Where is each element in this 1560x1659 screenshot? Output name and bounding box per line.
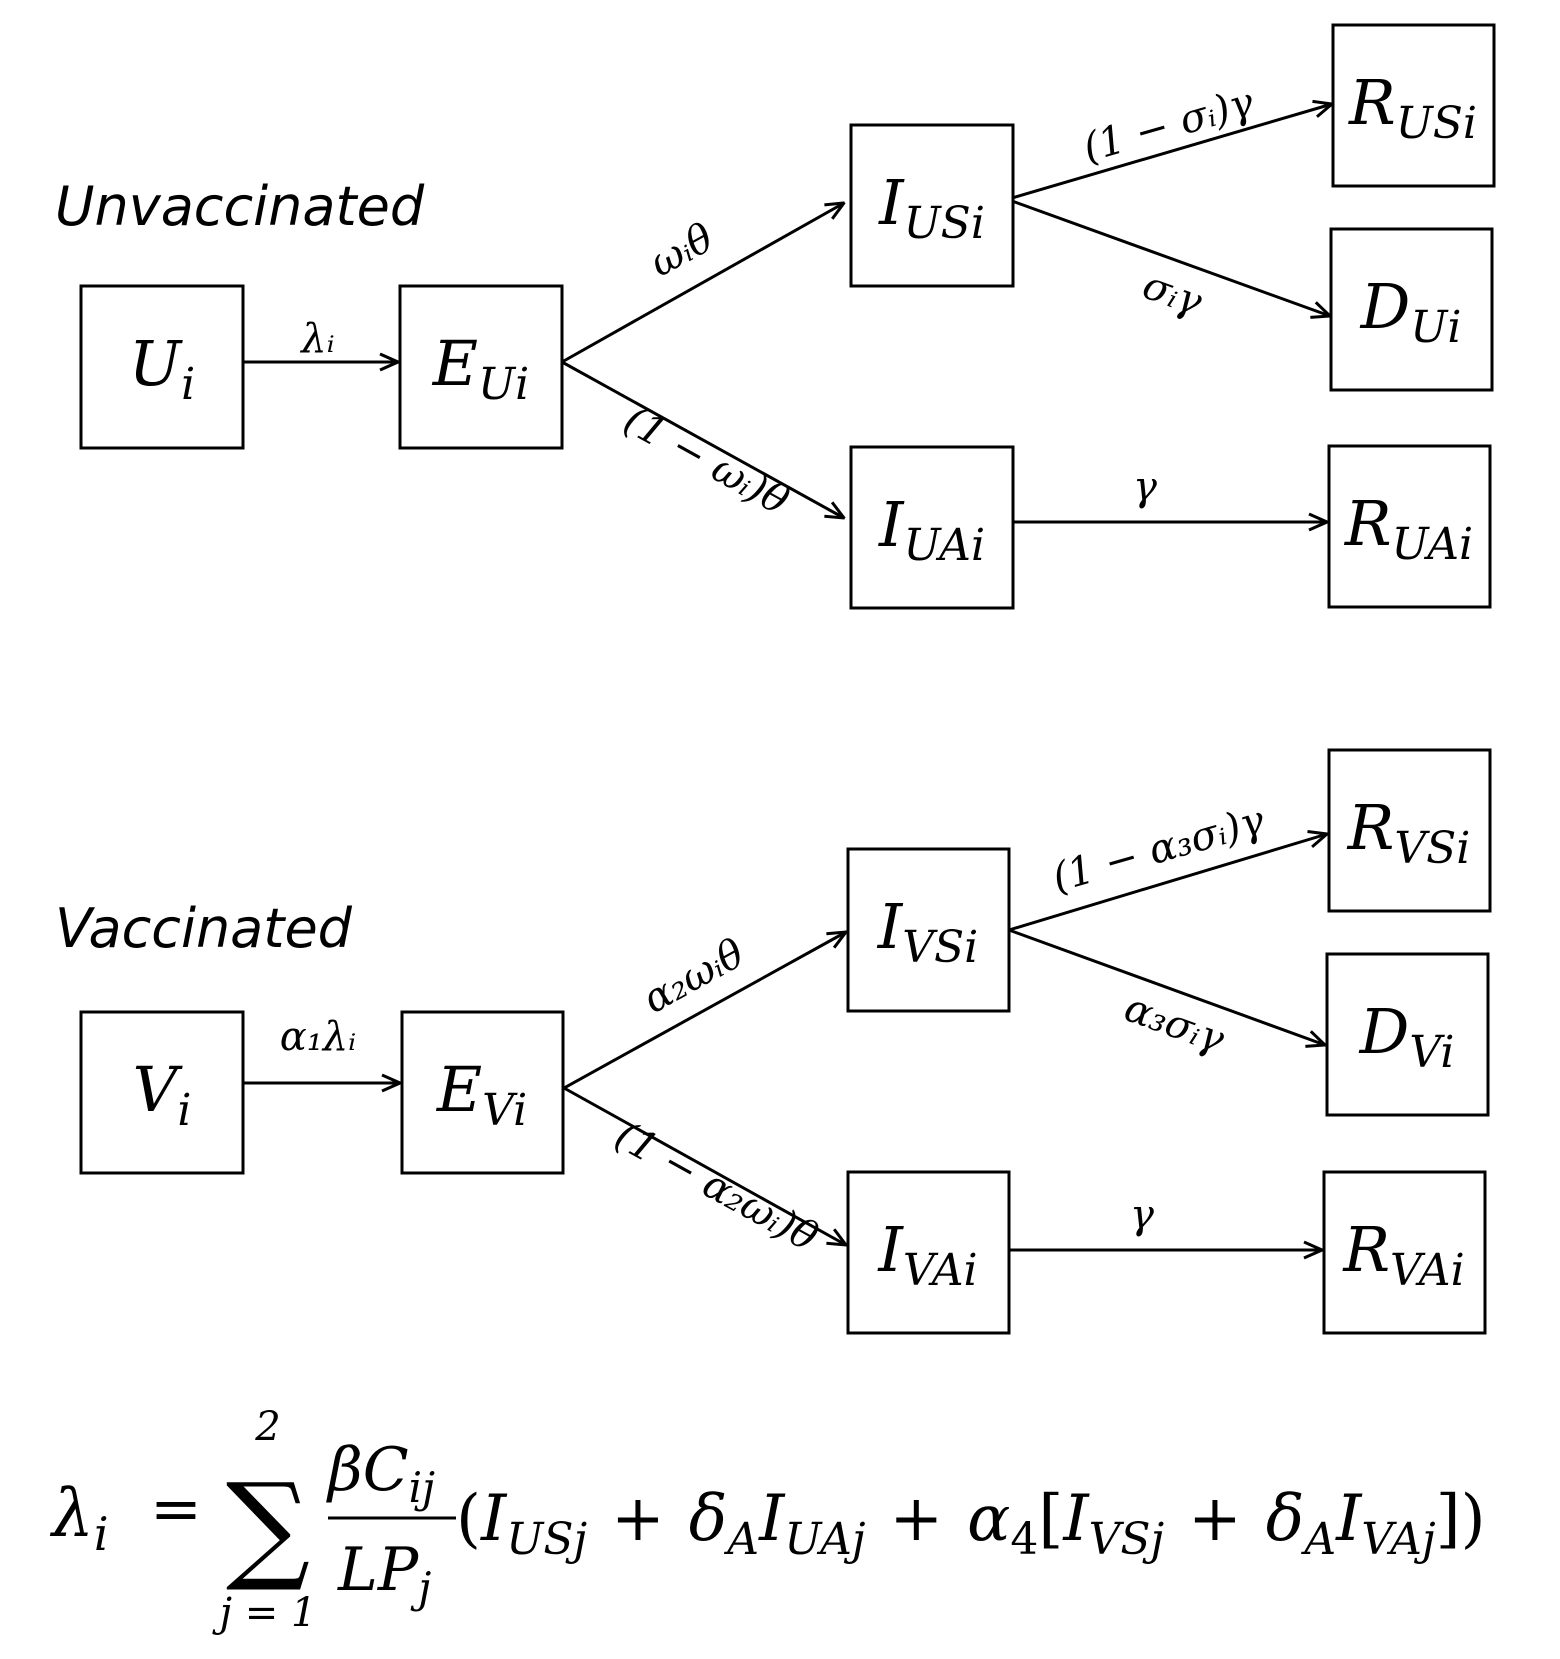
svg-text:DVi: DVi (1359, 995, 1455, 1078)
svg-text:EUi: EUi (432, 327, 529, 410)
label-eu-to-ius: ωᵢθ (642, 215, 721, 287)
edge-ivs-to-dv (1008, 928, 1325, 1045)
sum-symbol: ∑ (226, 1457, 310, 1595)
svg-text:IVSi: IVSi (877, 890, 979, 973)
node-ius: IUSi (849, 123, 1015, 288)
unvaccinated-title: Unvaccinated (55, 175, 425, 238)
svg-text:RUAi: RUAi (1344, 487, 1473, 570)
sum-lower-limit: j = 1 (212, 1590, 317, 1636)
svg-text:Vi: Vi (133, 1053, 192, 1136)
svg-text:IUAi: IUAi (878, 488, 985, 571)
fraction-denominator: LPj (337, 1535, 431, 1612)
edge-ev-to-iva (563, 1086, 846, 1245)
formula-rhs: (IUSj+δAIUAj+α4[IVSj+δAIVAj]) (456, 1482, 1486, 1565)
node-rvs: RVSi (1327, 748, 1492, 913)
svg-text:RVAi: RVAi (1342, 1213, 1464, 1296)
node-u: Ui (79, 284, 245, 450)
svg-text:IVAi: IVAi (877, 1213, 977, 1296)
node-v: Vi (79, 1010, 245, 1175)
vaccinated-title: Vaccinated (55, 897, 353, 960)
sum-upper-limit: 2 (254, 1404, 280, 1450)
force-of-infection-formula: λi = 2 ∑ j = 1 βCij LPj (IUSj+δAIUAj+α4[… (49, 1404, 1486, 1636)
edge-ius-to-rus (1011, 104, 1332, 200)
formula-equals: = (150, 1472, 202, 1545)
label-v-to-ev: α₁λᵢ (280, 1014, 356, 1060)
label-iua-to-rua: γ (1133, 464, 1157, 510)
svg-text:Ui: Ui (129, 327, 195, 410)
node-rus: RUSi (1331, 23, 1496, 188)
svg-text:RVSi: RVSi (1347, 791, 1471, 874)
edge-ev-to-ivs (563, 932, 846, 1090)
label-eu-to-iua: (1 − ωᵢ)θ (616, 397, 796, 525)
label-ius-to-du: σᵢγ (1137, 262, 1209, 326)
label-ev-to-ivs: α₂ωᵢθ (635, 930, 752, 1022)
node-rva: RVAi (1322, 1170, 1487, 1335)
edge-ius-to-du (1011, 199, 1330, 316)
svg-text:EVi: EVi (436, 1053, 527, 1136)
node-ivs: IVSi (846, 847, 1011, 1013)
node-du: DUi (1329, 227, 1494, 392)
node-iva: IVAi (846, 1170, 1011, 1335)
label-u-to-eu: λᵢ (299, 316, 334, 362)
label-ivs-to-dv: α₃σᵢγ (1119, 985, 1231, 1063)
edge-eu-to-ius (561, 203, 844, 364)
node-dv: DVi (1325, 952, 1490, 1117)
svg-text:DUi: DUi (1360, 270, 1462, 353)
node-rua: RUAi (1327, 444, 1492, 609)
node-eu: EUi (398, 284, 564, 450)
fraction-numerator: βCij (326, 1435, 435, 1512)
label-ev-to-iva: (1 − α₂ωᵢ)θ (607, 1112, 825, 1261)
edge-eu-to-iua (561, 360, 844, 518)
label-ius-to-rus: (1 − σᵢ)γ (1078, 79, 1259, 171)
edge-ivs-to-rvs (1008, 834, 1327, 932)
node-iua: IUAi (849, 445, 1015, 610)
svg-text:RUSi: RUSi (1348, 66, 1477, 149)
label-iva-to-rva: γ (1130, 1192, 1154, 1238)
node-ev: EVi (400, 1010, 565, 1175)
formula-lhs: λi (49, 1475, 109, 1561)
svg-text:IUSi: IUSi (878, 166, 985, 249)
